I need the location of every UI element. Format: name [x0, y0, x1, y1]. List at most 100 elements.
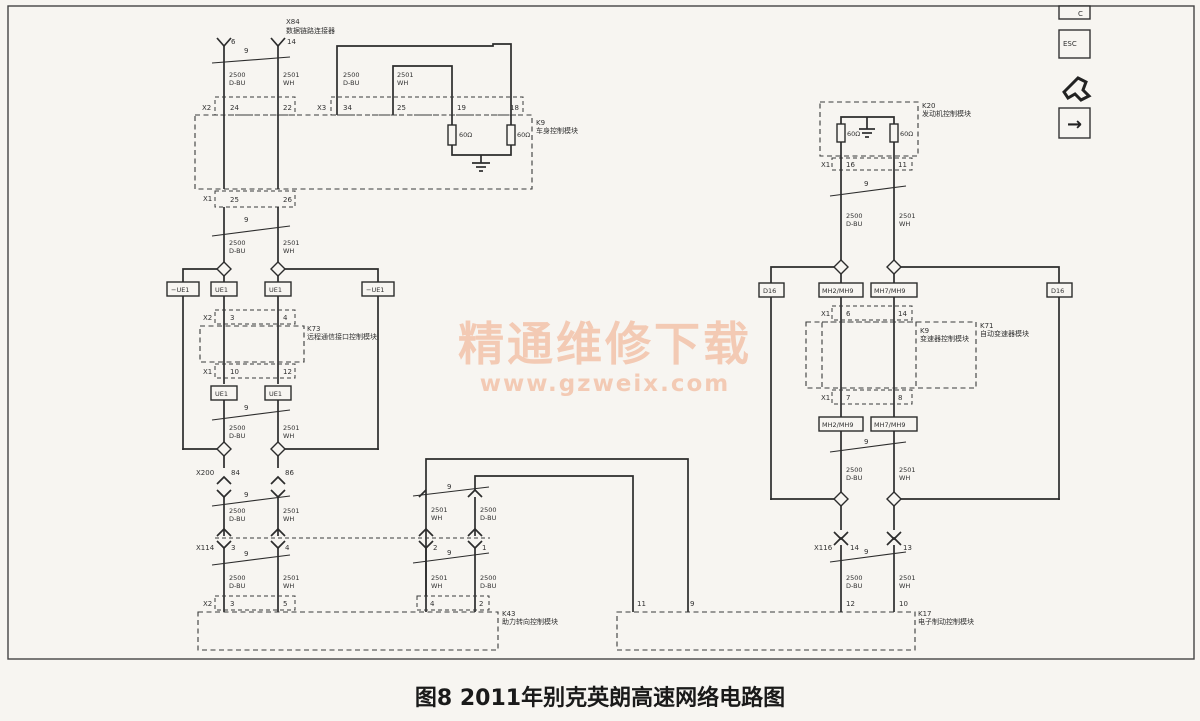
connector-x1: [831, 305, 913, 321]
connector-label: X1: [821, 394, 830, 402]
wire-number: 2500: [480, 574, 497, 582]
module-id: K43: [502, 610, 516, 618]
pin-label: 13: [903, 544, 912, 552]
wire-number: 2500: [229, 574, 246, 582]
splice-label: MH7/MH9: [874, 421, 905, 429]
pin-label: 19: [457, 104, 466, 112]
wire-number: 2501: [283, 507, 300, 515]
wrench-icon[interactable]: [1062, 76, 1092, 102]
pin-label: 12: [846, 600, 855, 608]
splice-label: UE1: [269, 286, 282, 294]
wire-color: D-BU: [229, 247, 246, 255]
module-name: 助力转向控制模块: [502, 617, 558, 626]
pin-label: 3: [230, 600, 234, 608]
wire-number: 2500: [229, 424, 246, 432]
splice-label: D16: [1051, 287, 1064, 295]
twist-label: 9: [447, 483, 451, 491]
wire-number: 2501: [899, 574, 916, 582]
connector-label: X114: [196, 544, 215, 552]
connector-label: X2: [203, 314, 212, 322]
connector-x2: [214, 309, 296, 325]
wire-number: 2500: [229, 239, 246, 247]
side-button-c[interactable]: C: [1058, 5, 1091, 20]
pin-label: 11: [898, 161, 907, 169]
wire-color: D-BU: [480, 514, 497, 522]
wire-color: WH: [899, 220, 910, 228]
arrow-right-icon: →: [1067, 114, 1082, 135]
pin-label: 2: [433, 544, 437, 552]
side-button-esc[interactable]: ESC: [1058, 29, 1091, 59]
pin-label: 14: [898, 310, 907, 318]
module-k71-transmission: [805, 321, 977, 389]
terminating-resistor: [506, 124, 516, 146]
connector-label: X116: [814, 544, 833, 552]
twist-label: 9: [244, 404, 248, 412]
splice-node: [270, 261, 286, 277]
pin-label: 3: [231, 544, 235, 552]
module-id: X84: [286, 18, 300, 26]
wire-number: 2501: [283, 574, 300, 582]
splice-label: D16: [763, 287, 776, 295]
splice-node: [270, 441, 286, 457]
module-name: 车身控制模块: [536, 126, 578, 135]
pin-label: 86: [285, 469, 294, 477]
connector-label: X200: [196, 469, 214, 477]
wire-number: 2500: [343, 71, 360, 79]
wire-number: 2501: [283, 424, 300, 432]
pin-label: 5: [283, 600, 287, 608]
splice-label: UE1: [215, 286, 228, 294]
pin-label: 6: [231, 38, 236, 46]
pin-label: 34: [343, 104, 352, 112]
module-k73-telematics: [199, 325, 305, 363]
wire-color: D-BU: [343, 79, 360, 87]
wire-number: 2501: [397, 71, 414, 79]
wire-color: WH: [397, 79, 408, 87]
module-id: K73: [307, 325, 321, 333]
side-button-label: C: [1078, 10, 1083, 18]
twist-label: 9: [864, 548, 868, 556]
pin-label: 1: [482, 544, 486, 552]
resistor-value: 60Ω: [847, 130, 860, 138]
wire-number: 2500: [480, 506, 497, 514]
splice-node: [216, 441, 232, 457]
connector-label: X1: [821, 310, 830, 318]
pin-label: 12: [283, 368, 292, 376]
connector-label: X1: [203, 195, 212, 203]
module-name: 自动变速器模块: [980, 329, 1029, 338]
wire-color: WH: [283, 247, 294, 255]
pin-label: 14: [287, 38, 296, 46]
wire-number: 2500: [229, 507, 246, 515]
connector-x1: [214, 190, 296, 208]
terminating-resistor: [447, 124, 457, 146]
wire-color: WH: [283, 79, 294, 87]
pin-label: 3: [230, 314, 234, 322]
connector-label: X3: [317, 104, 326, 112]
connector-label: X2: [202, 104, 211, 112]
pin-label: 8: [898, 394, 902, 402]
terminating-resistor: [889, 123, 899, 143]
twist-label: 9: [447, 549, 451, 557]
module-k20-engine-control: [819, 101, 919, 157]
wire-color: WH: [431, 582, 442, 590]
twist-label: 9: [244, 216, 248, 224]
wire-color: WH: [283, 432, 294, 440]
wire-color: D-BU: [846, 220, 863, 228]
module-id: K9: [920, 327, 929, 335]
splice-label: MH2/MH9: [822, 421, 853, 429]
pin-label: 22: [283, 104, 292, 112]
next-button[interactable]: →: [1058, 107, 1091, 139]
splice-node: [216, 261, 232, 277]
terminating-resistor: [836, 123, 846, 143]
wire-color: WH: [899, 474, 910, 482]
pin-label: 25: [397, 104, 406, 112]
pin-label: 18: [510, 104, 519, 112]
pin-label: 10: [230, 368, 239, 376]
side-button-label: ESC: [1063, 40, 1077, 48]
pin-label: 84: [231, 469, 240, 477]
splice-node: [886, 259, 902, 275]
connector-label: X1: [203, 368, 212, 376]
splice-node: [833, 259, 849, 275]
wire-number: 2501: [899, 212, 916, 220]
pin-label: 7: [846, 394, 850, 402]
twist-label: 9: [244, 550, 248, 558]
